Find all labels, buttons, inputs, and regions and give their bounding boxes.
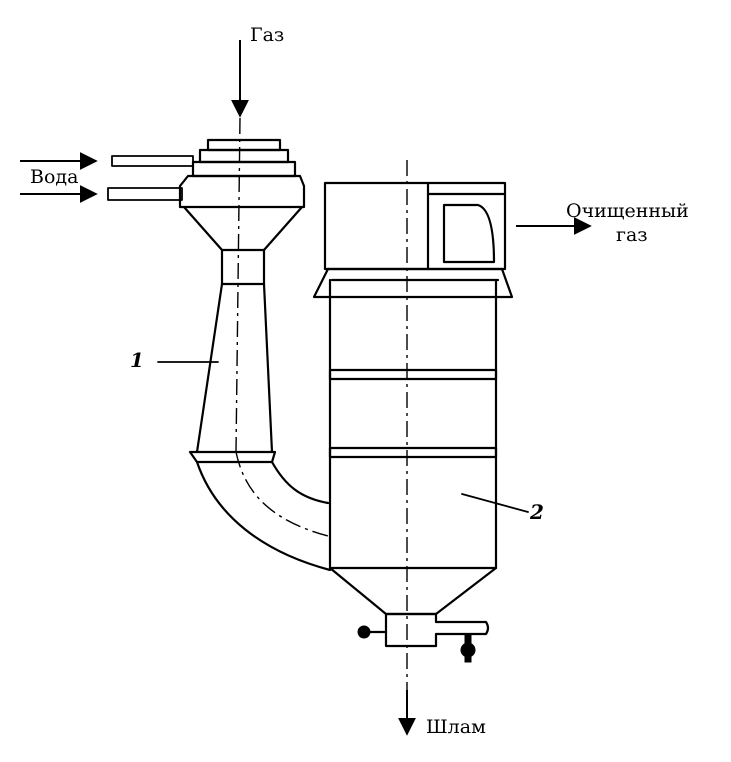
venturi-centerline [236, 118, 240, 452]
item-marker-1: 1 [130, 348, 144, 372]
venturi-confuser [184, 207, 302, 250]
valve-knob-stem [465, 634, 471, 662]
venturi-cap-top [208, 140, 280, 150]
venturi-bottom-ring [190, 452, 275, 462]
clean-gas-label-line2: газ [616, 224, 648, 246]
venturi-diffuser [197, 284, 272, 452]
clean-gas-label-line1: Очищенный [566, 200, 689, 222]
venturi-inlet-box [180, 176, 304, 207]
water-pipe-lower [108, 188, 182, 200]
separator-top-box [325, 183, 505, 269]
valve-knob-left [358, 626, 370, 638]
water-label: Вода [30, 166, 79, 188]
gas-inlet-label: Газ [250, 24, 285, 46]
venturi-throat [222, 250, 264, 284]
elbow-inner [272, 462, 328, 503]
item-marker-2: 2 [530, 500, 544, 524]
separator-band-lower [330, 448, 496, 457]
venturi-cap-low [193, 162, 295, 176]
venturi-cap-mid [200, 150, 288, 162]
sludge-label: Шлам [426, 716, 486, 738]
separator-body [330, 280, 496, 568]
venturi-tube [108, 140, 330, 570]
separator-band-upper [330, 370, 496, 379]
separator-flange [314, 269, 512, 297]
leader-line-2 [462, 494, 528, 512]
separator-outlet-window [444, 205, 494, 262]
separator [314, 183, 512, 646]
water-pipe-upper [112, 156, 193, 166]
sludge-outlet [386, 614, 488, 646]
separator-outlet-frame [428, 183, 505, 269]
elbow-centerline [236, 452, 328, 536]
separator-hopper [330, 568, 496, 614]
elbow-outer [197, 462, 330, 570]
